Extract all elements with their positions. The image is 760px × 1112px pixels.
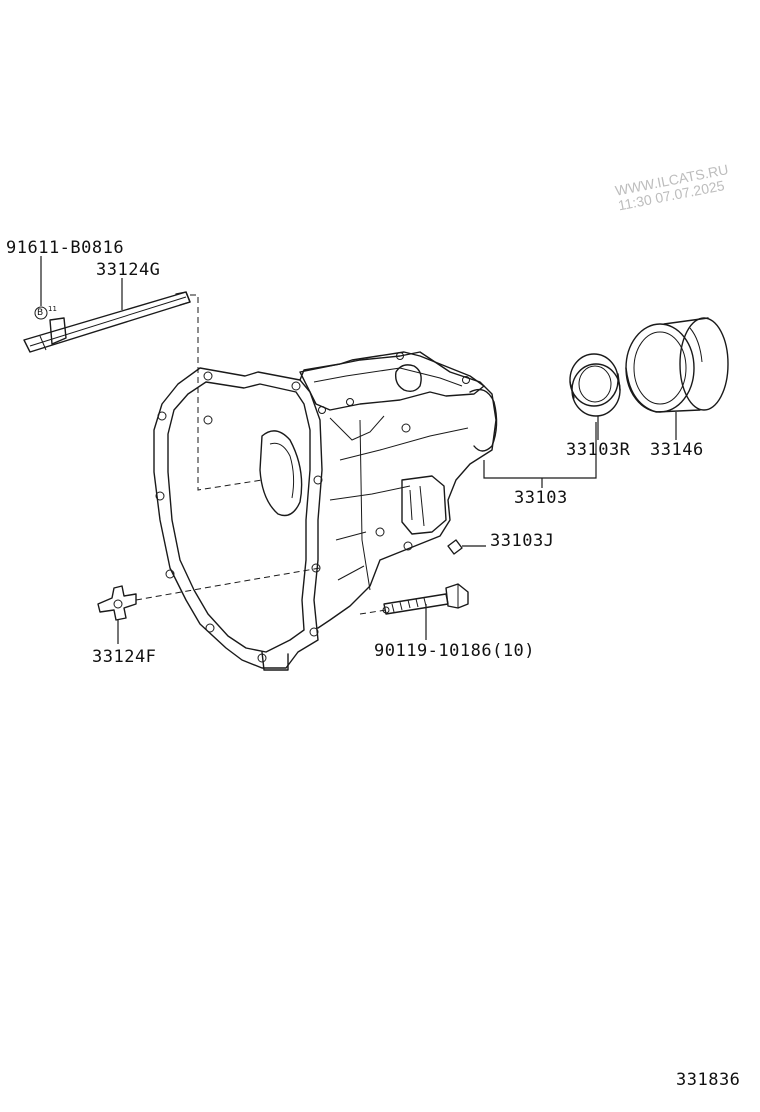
clip-symbol-suffix: 11 (48, 305, 57, 313)
part-label-91611-b0816[interactable]: 91611-B0816 (6, 238, 125, 258)
lever-dashed-line (135, 567, 321, 601)
part-label-33124f[interactable]: 33124F (92, 647, 157, 667)
transmission-housing-drawing[interactable] (153, 351, 498, 671)
leader-line-33103 (483, 422, 597, 479)
part-label-33124g[interactable]: 33124G (96, 260, 161, 280)
oil-seal-drawing[interactable] (569, 353, 621, 417)
part-label-33103r[interactable]: 33103R (566, 440, 631, 460)
plug-drawing[interactable] (447, 539, 463, 555)
part-label-90119-10186[interactable]: 90119-10186(10) (374, 641, 536, 661)
bearing-collar-drawing[interactable] (625, 317, 729, 413)
part-label-33146[interactable]: 33146 (650, 440, 704, 460)
clip-symbol-letter: B (37, 308, 44, 318)
shift-rail-drawing[interactable] (23, 291, 191, 353)
figure-number: 331836 (676, 1070, 741, 1090)
alignment-dashed-rail (190, 294, 263, 491)
bolt-drawing[interactable] (383, 583, 469, 615)
part-label-33103j[interactable]: 33103J (490, 531, 555, 551)
lever-bushing-drawing[interactable] (97, 585, 137, 621)
bolt-dashed-line (359, 609, 387, 615)
clip-symbol-drawing[interactable] (34, 306, 48, 320)
part-label-33103[interactable]: 33103 (514, 488, 568, 508)
